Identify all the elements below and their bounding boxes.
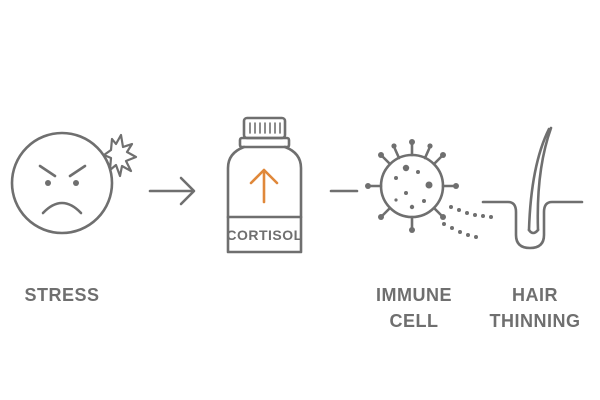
hair-thinning-label-line-1: HAIR bbox=[512, 285, 558, 305]
hair-follicle-icon bbox=[481, 126, 584, 250]
immune-cell-label-line-2: CELL bbox=[389, 311, 439, 331]
burst-icon bbox=[102, 133, 138, 178]
dotted-trail bbox=[442, 205, 493, 239]
up-arrow-icon bbox=[249, 168, 279, 204]
angry-face-icon bbox=[10, 131, 114, 235]
virus-icon bbox=[365, 139, 459, 233]
stress-label-line-1: STRESS bbox=[24, 285, 100, 305]
immune-cell-label: IMMUNE CELL bbox=[366, 282, 462, 334]
stress-label: STRESS bbox=[12, 282, 112, 308]
bottle-up-arrow-icon bbox=[226, 116, 303, 254]
right-arrow-icon bbox=[148, 176, 196, 206]
cortisol-label: CORTISOL bbox=[226, 227, 302, 243]
hair-thinning-label: HAIR THINNING bbox=[484, 282, 586, 334]
hair-thinning-label-line-2: THINNING bbox=[489, 311, 581, 331]
immune-cell-label-line-1: IMMUNE bbox=[376, 285, 452, 305]
